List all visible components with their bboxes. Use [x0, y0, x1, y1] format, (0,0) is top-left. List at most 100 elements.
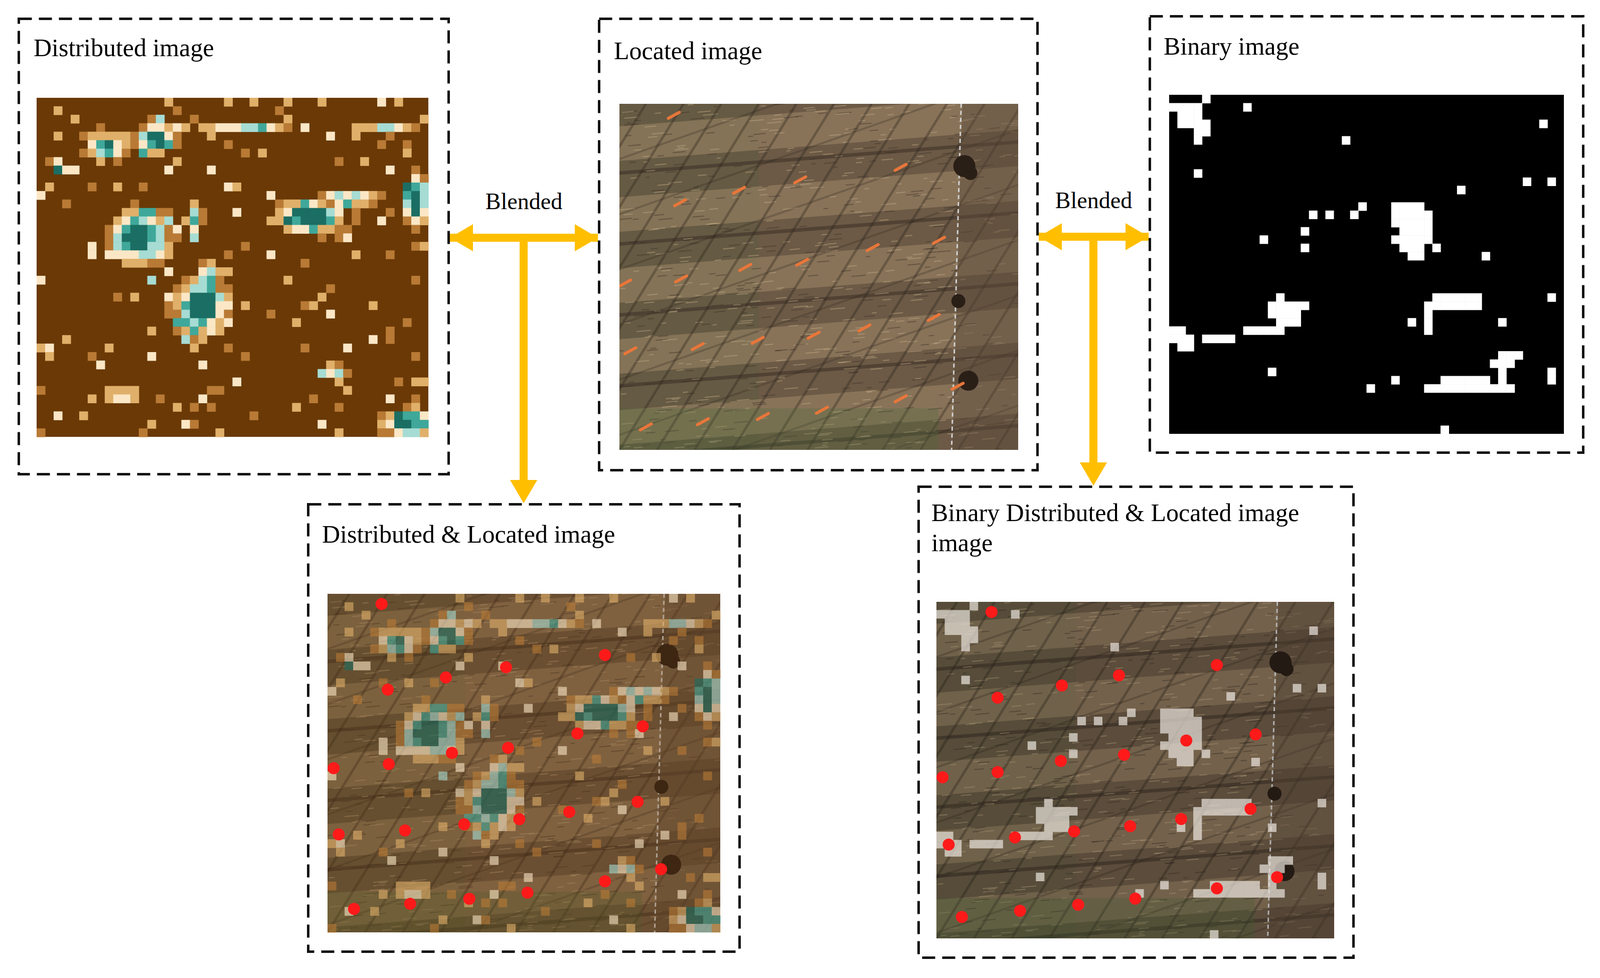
straw	[650, 248, 659, 249]
raster-cell	[45, 352, 55, 362]
raster-cell	[121, 131, 131, 141]
straw	[906, 257, 922, 260]
raster-cell	[147, 250, 157, 260]
straw	[691, 189, 701, 191]
raster-cell	[190, 275, 200, 285]
straw	[676, 369, 685, 371]
raster-cell	[87, 182, 97, 192]
raster-cell	[317, 216, 327, 226]
raster-cell	[190, 225, 200, 235]
straw	[775, 297, 787, 299]
straw	[907, 160, 919, 162]
straw	[709, 367, 716, 368]
straw	[805, 306, 814, 307]
straw	[895, 259, 908, 261]
raster-cell	[283, 275, 293, 285]
raster-cell	[104, 131, 114, 141]
straw	[799, 226, 808, 227]
raster-cell	[96, 123, 106, 133]
raster-cell	[249, 411, 259, 421]
raster-cell	[1267, 326, 1277, 336]
straw	[761, 141, 767, 143]
raster-cell	[173, 326, 183, 336]
raster-cell	[138, 428, 148, 438]
raster-cell	[385, 208, 395, 218]
raster-cell	[1457, 384, 1466, 393]
raster-cell	[1415, 202, 1425, 211]
raster-cell	[147, 225, 157, 235]
straw	[668, 181, 683, 183]
stake-mark	[739, 264, 751, 271]
raster-cell	[215, 386, 225, 396]
raster-cell	[317, 199, 327, 209]
raster-cell	[377, 97, 387, 107]
raster-cell	[1415, 251, 1425, 261]
bush	[951, 293, 966, 308]
straw	[755, 381, 766, 383]
raster-cell	[411, 199, 421, 209]
straw	[804, 180, 814, 182]
raster-cell	[130, 131, 140, 141]
straw	[699, 218, 710, 220]
raster-cell	[173, 233, 183, 243]
raster-cell	[334, 428, 344, 438]
raster-cell	[377, 428, 387, 438]
straw	[669, 310, 678, 312]
straw	[636, 254, 650, 256]
straw	[746, 325, 755, 326]
raster-cell	[198, 292, 208, 302]
raster-cell	[224, 343, 234, 353]
raster-cell	[1284, 317, 1294, 327]
photo-content	[327, 593, 721, 933]
raster-cell	[1399, 243, 1408, 253]
straw	[923, 177, 928, 180]
raster-cell	[190, 419, 200, 429]
raster-cell	[113, 292, 123, 302]
raster-cell	[215, 284, 225, 294]
raster-cell	[274, 208, 284, 218]
straw	[753, 133, 766, 135]
straw	[736, 293, 749, 295]
raster-cell	[190, 216, 200, 226]
raster-cell	[1547, 367, 1556, 377]
raster-cell	[343, 369, 353, 379]
straw	[713, 105, 718, 108]
raster-cell	[351, 199, 361, 209]
shadow-line	[845, 103, 1019, 450]
raster-cell	[419, 411, 429, 421]
raster-cell	[164, 97, 174, 107]
raster-cell	[1539, 119, 1548, 128]
raster-cell	[1547, 293, 1556, 302]
raster-cell	[419, 377, 429, 387]
straw	[800, 183, 812, 185]
raster-cell	[147, 131, 157, 141]
raster-cell	[181, 335, 191, 345]
raster-cell	[1169, 102, 1178, 112]
straw	[867, 272, 879, 274]
raster-cell	[198, 284, 208, 294]
straw	[869, 140, 879, 142]
raster-cell	[232, 182, 242, 192]
straw	[628, 162, 636, 163]
raster-cell	[1185, 119, 1195, 128]
straw	[644, 125, 657, 127]
straw	[647, 252, 656, 253]
raster-cell	[155, 131, 166, 141]
straw	[924, 266, 931, 268]
straw	[861, 287, 870, 289]
raster-cell	[419, 182, 429, 192]
crop-row	[619, 103, 1019, 162]
straw	[633, 270, 639, 272]
raster-cell	[215, 301, 225, 311]
raster-cell	[224, 292, 234, 302]
straw	[823, 207, 829, 210]
raster-cell	[104, 140, 114, 150]
raster-cell	[1185, 343, 1195, 352]
shadow-line	[619, 103, 797, 450]
straw	[917, 282, 931, 284]
straw	[809, 151, 823, 153]
straw	[804, 296, 815, 298]
straw	[690, 117, 705, 119]
raster-cell	[411, 241, 421, 251]
distributed-raster	[36, 97, 429, 438]
